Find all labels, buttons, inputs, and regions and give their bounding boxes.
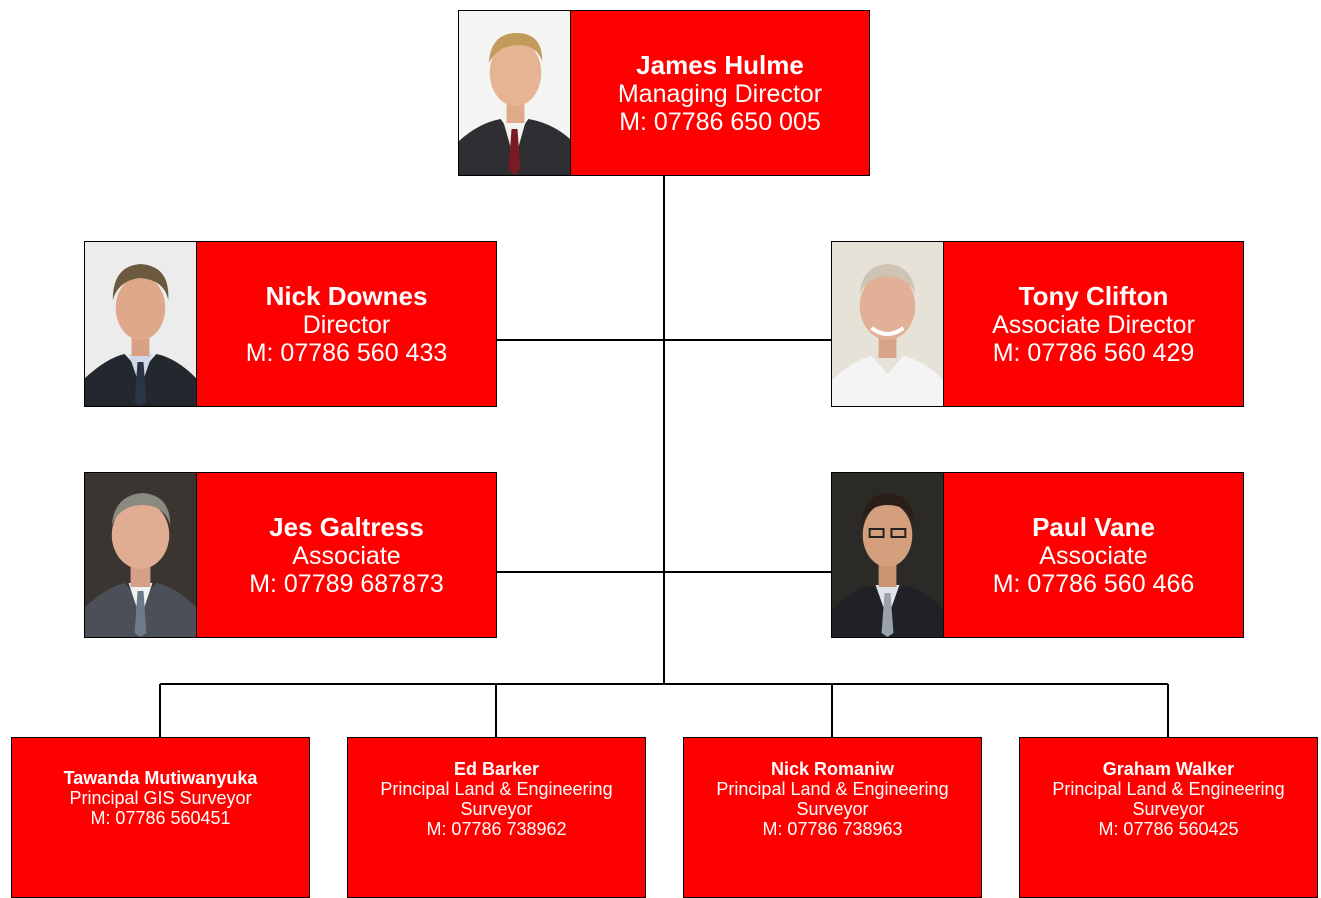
node-surveyor-2: Ed Barker Principal Land & Engineering S…	[347, 737, 646, 898]
person-name: James Hulme	[636, 49, 804, 80]
card-director: Nick Downes Director M: 07786 560 433	[197, 242, 496, 406]
person-role: Associate	[1039, 541, 1148, 570]
node-surveyor-1: Tawanda Mutiwanyuka Principal GIS Survey…	[11, 737, 310, 898]
person-role-line-1: Principal Land & Engineering	[716, 778, 949, 799]
person-phone: M: 07786 738963	[762, 818, 903, 839]
person-name: Ed Barker	[453, 758, 540, 779]
person-role: Associate Director	[992, 310, 1195, 339]
person-role-line-2: Surveyor	[1132, 798, 1205, 819]
person-name: Nick Downes	[265, 280, 428, 311]
person-phone: M: 07786 560451	[90, 807, 231, 828]
node-surveyor-4: Graham Walker Principal Land & Engineeri…	[1019, 737, 1318, 898]
node-associate-left: Jes Galtress Associate M: 07789 687873	[84, 472, 497, 638]
card-associate-right: Paul Vane Associate M: 07786 560 466	[944, 473, 1243, 637]
person-name: Paul Vane	[1032, 511, 1155, 542]
node-surveyor-3: Nick Romaniw Principal Land & Engineerin…	[683, 737, 982, 898]
person-name: Jes Galtress	[269, 511, 424, 542]
person-name: Tawanda Mutiwanyuka	[63, 767, 258, 788]
photo-james-hulme	[459, 11, 571, 175]
photo-jes-galtress	[85, 473, 197, 637]
photo-tony-clifton	[832, 242, 944, 406]
person-role: Managing Director	[617, 79, 823, 108]
person-name: Graham Walker	[1102, 758, 1235, 779]
person-phone: M: 07786 650 005	[619, 107, 821, 136]
person-name: Tony Clifton	[1018, 280, 1169, 311]
person-role: Director	[302, 310, 391, 339]
photo-paul-vane	[832, 473, 944, 637]
node-director: Nick Downes Director M: 07786 560 433	[84, 241, 497, 407]
person-phone: M: 07786 560 429	[992, 338, 1195, 367]
node-managing-director: James Hulme Managing Director M: 07786 6…	[458, 10, 870, 176]
person-role-line-2: Surveyor	[796, 798, 869, 819]
person-name: Nick Romaniw	[770, 758, 895, 779]
person-phone: M: 07786 560 433	[245, 338, 448, 367]
person-role-line-2: Surveyor	[460, 798, 533, 819]
node-associate-director: Tony Clifton Associate Director M: 07786…	[831, 241, 1244, 407]
card-associate-director: Tony Clifton Associate Director M: 07786…	[944, 242, 1243, 406]
card-managing-director: James Hulme Managing Director M: 07786 6…	[571, 11, 869, 175]
photo-nick-downes	[85, 242, 197, 406]
person-phone: M: 07786 738962	[426, 818, 567, 839]
person-phone: M: 07789 687873	[249, 569, 444, 598]
card-associate-left: Jes Galtress Associate M: 07789 687873	[197, 473, 496, 637]
node-associate-right: Paul Vane Associate M: 07786 560 466	[831, 472, 1244, 638]
person-phone: M: 07786 560 466	[992, 569, 1195, 598]
person-role: Associate	[292, 541, 401, 570]
person-role-line-1: Principal Land & Engineering	[1052, 778, 1285, 799]
person-phone: M: 07786 560425	[1098, 818, 1239, 839]
person-role: Principal GIS Surveyor	[69, 787, 252, 808]
person-role-line-1: Principal Land & Engineering	[380, 778, 613, 799]
